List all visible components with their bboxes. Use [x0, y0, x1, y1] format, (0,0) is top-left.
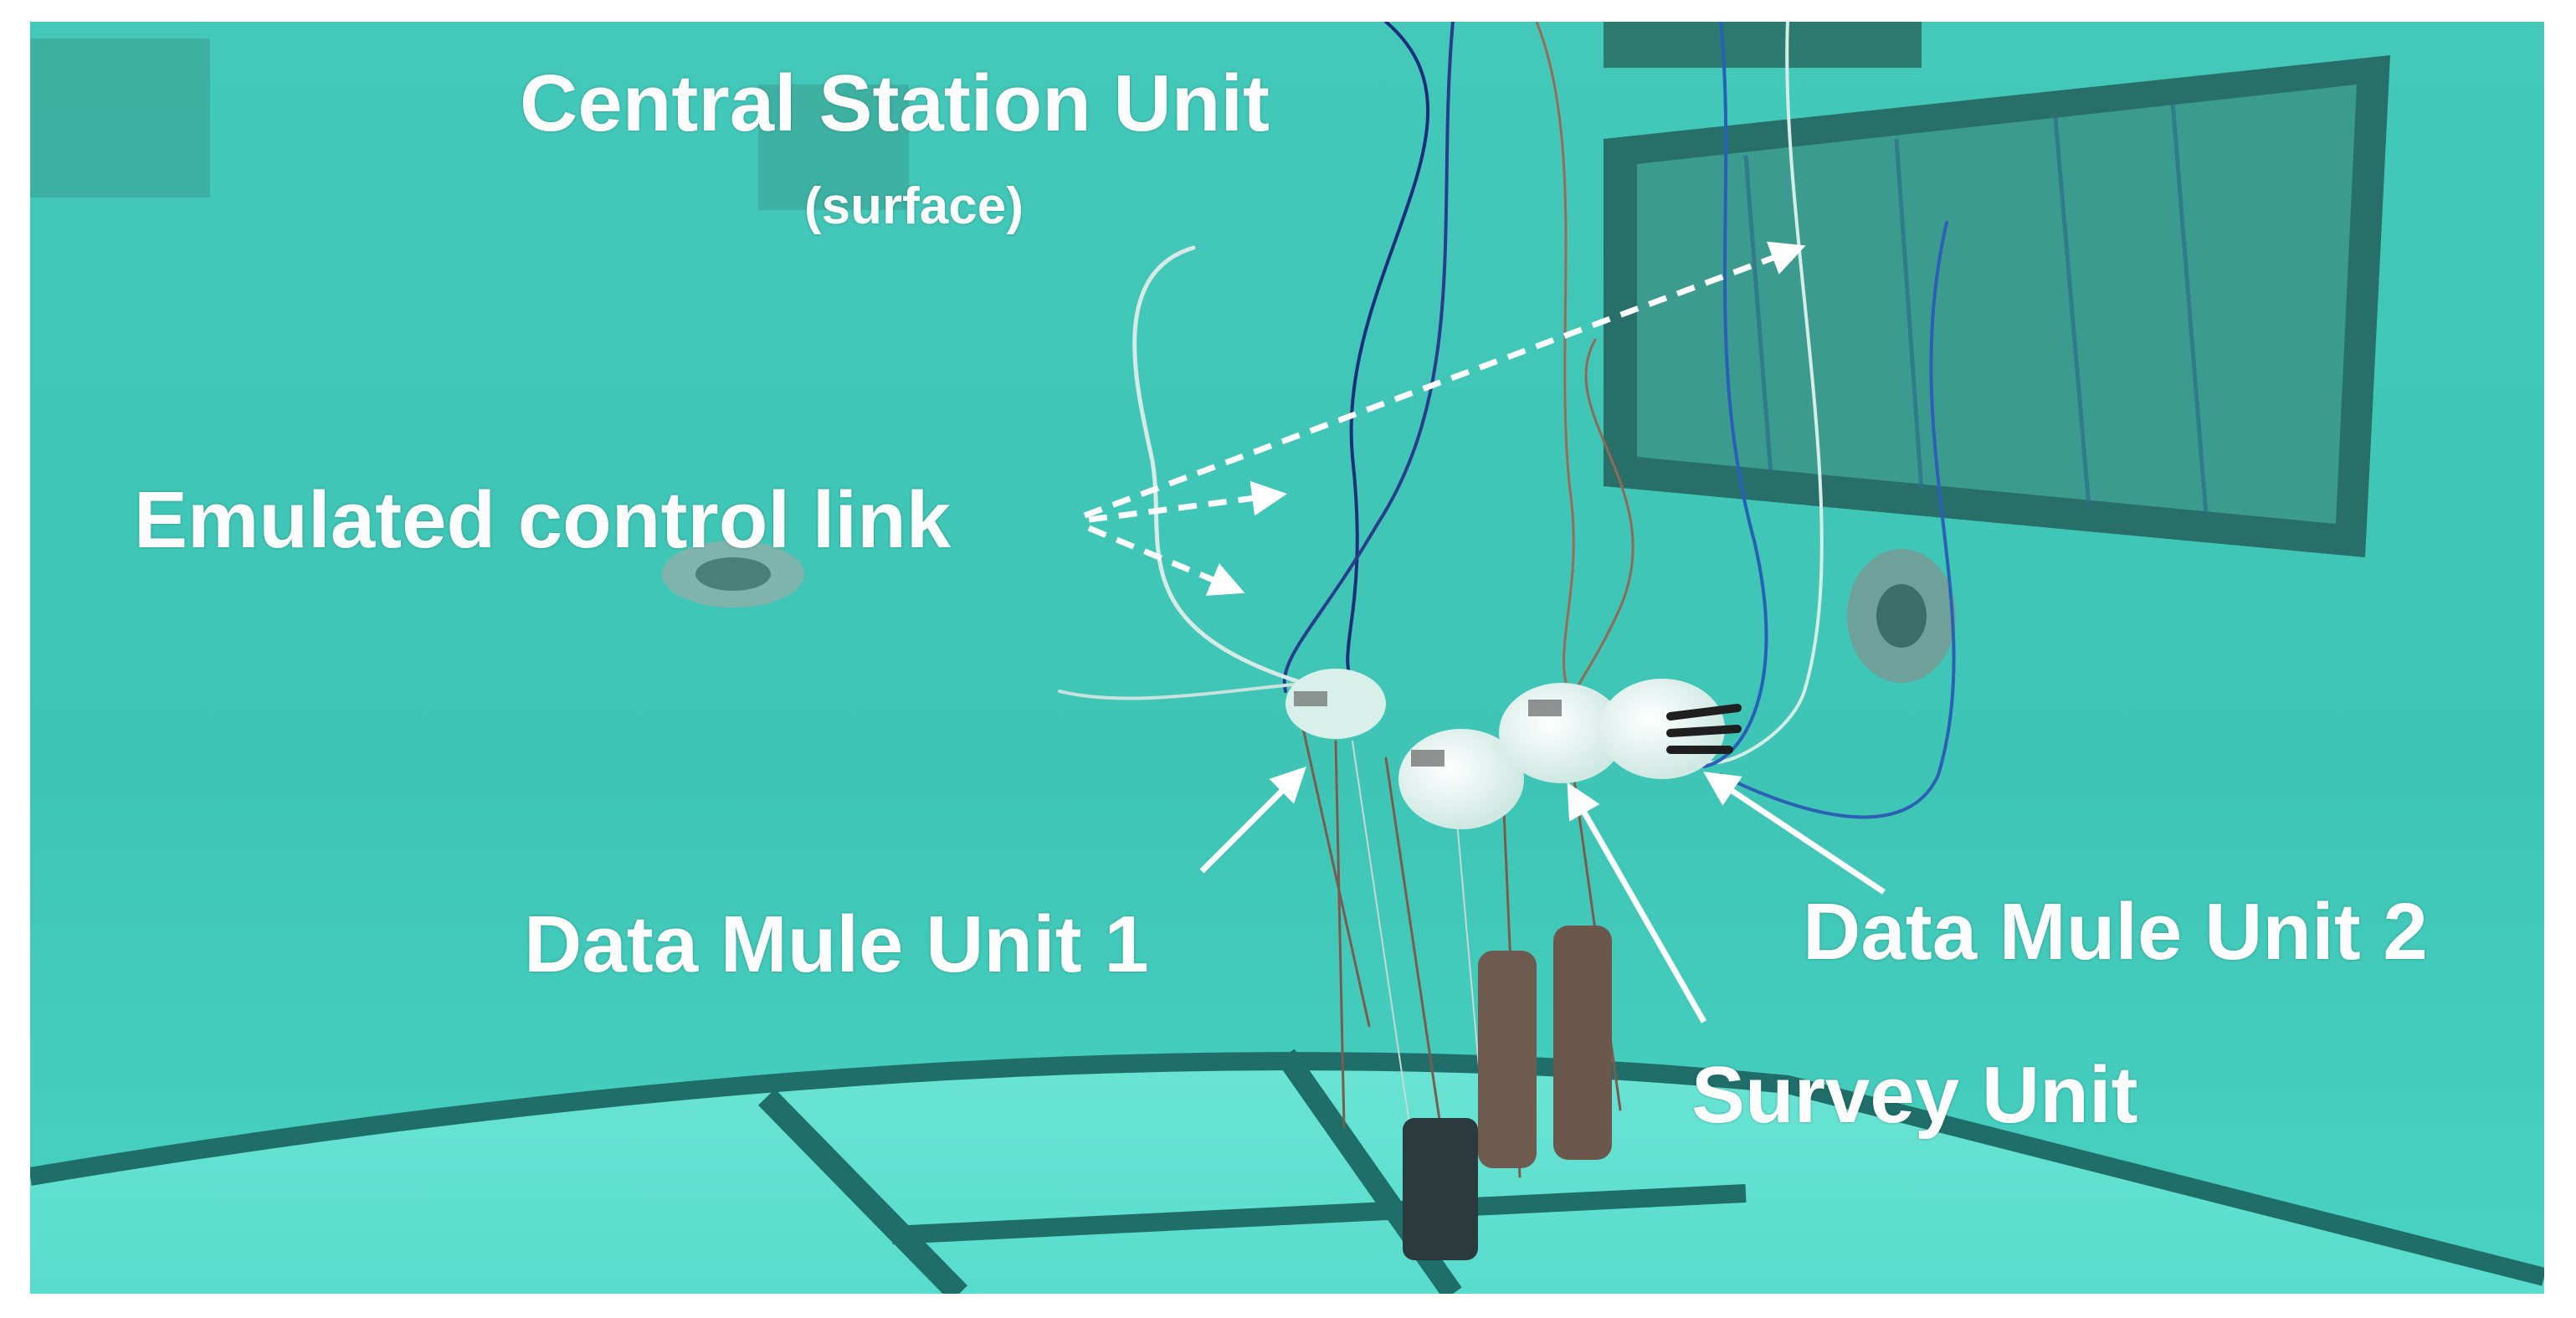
unit-survey — [1499, 683, 1624, 783]
label-data-mule-unit-1: Data Mule Unit 1 — [524, 900, 1149, 989]
wall-light-right — [1847, 549, 1956, 683]
arrow-data-mule-2 — [1703, 772, 1886, 895]
hanging-cables — [1058, 22, 1956, 1212]
wall-panel-left — [30, 38, 210, 197]
control-link-arrow-lower — [1087, 525, 1245, 596]
annotation-arrows — [1083, 241, 1886, 1023]
arrow-data-mule-1 — [1199, 767, 1306, 874]
wall-panel-center — [758, 85, 909, 210]
arrow-survey-unit — [1567, 782, 1707, 1023]
pool-scene-graphic — [30, 22, 2544, 1294]
control-link-arrow-window — [1083, 241, 1806, 519]
unit-survey-left — [1398, 729, 1524, 829]
floor-line-cross — [891, 1184, 1747, 1244]
label-central-station-unit: Central Station Unit — [520, 59, 1270, 148]
wall-light-left — [662, 541, 804, 608]
floor-anchors — [1403, 926, 1612, 1260]
floor-line-left — [757, 1089, 968, 1294]
label-surface: (surface) — [804, 177, 1024, 235]
label-emulated-control-link: Emulated control link — [134, 475, 952, 565]
unit-data-mule-2 — [1599, 679, 1742, 779]
control-link-arrow-middle — [1088, 480, 1287, 523]
underwater-pool-photo: Central Station Unit (surface) Emulated … — [30, 22, 2544, 1294]
label-survey-unit: Survey Unit — [1691, 1050, 2138, 1140]
unit-data-mule-1 — [1285, 669, 1386, 739]
label-data-mule-unit-2: Data Mule Unit 2 — [1803, 887, 2428, 977]
